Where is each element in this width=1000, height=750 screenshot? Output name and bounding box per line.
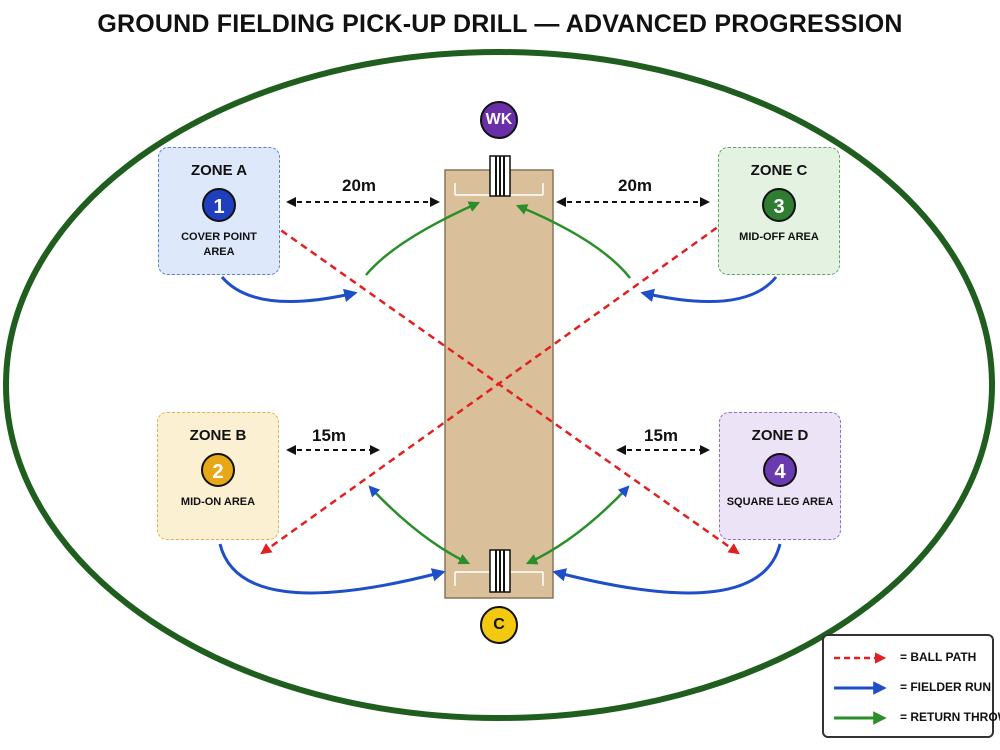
zone-c-label: MID-OFF AREA bbox=[739, 231, 819, 243]
zone-d-box: ZONE D 4 SQUARE LEG AREA bbox=[719, 412, 841, 540]
distance-label-bottom-left: 15m bbox=[312, 426, 347, 445]
legend-fielder-run-label: = FIELDER RUN bbox=[900, 680, 992, 694]
distance-label-bottom-right: 15m bbox=[644, 426, 679, 445]
zone-b-number-badge: 2 bbox=[201, 453, 235, 487]
fielder-run-swatch-icon bbox=[834, 681, 887, 695]
legend-ball-path-label: = BALL PATH bbox=[900, 650, 977, 664]
fielder-run-zone-d bbox=[552, 543, 782, 595]
ball-path-zone-b-to-c bbox=[260, 202, 752, 555]
fielder-run-zone-b bbox=[218, 543, 446, 595]
zone-d-title: ZONE D bbox=[751, 427, 809, 444]
catcher-marker: C bbox=[480, 606, 518, 644]
return-throw-top-left bbox=[365, 201, 481, 276]
zone-b-label: MID-ON AREA bbox=[180, 496, 256, 508]
legend-return-throw: = RETURN THROW bbox=[830, 708, 1000, 728]
ball-path-swatch-icon bbox=[834, 652, 887, 664]
fielder-run-zone-c bbox=[640, 276, 778, 304]
catcher-label: C bbox=[493, 616, 505, 633]
zone-d-label: SQUARE LEG AREA bbox=[726, 496, 834, 508]
zone-b-title: ZONE B bbox=[189, 427, 247, 444]
return-throw-bottom-right bbox=[525, 485, 630, 565]
fielder-run-zone-a bbox=[220, 276, 358, 304]
distance-label-top-right: 20m bbox=[618, 176, 653, 195]
wicketkeeper-marker: WK bbox=[480, 101, 518, 139]
zone-c-box: ZONE C 3 MID-OFF AREA bbox=[718, 147, 840, 275]
zone-d-number-badge: 4 bbox=[763, 453, 797, 487]
zone-a-number-badge: 1 bbox=[202, 188, 236, 222]
zone-a-title: ZONE A bbox=[190, 162, 248, 179]
zone-a-label: COVER POINT AREA bbox=[181, 231, 257, 258]
boundary-oval bbox=[3, 49, 995, 721]
zone-c-title: ZONE C bbox=[750, 162, 808, 179]
bottom-stumps bbox=[489, 549, 511, 593]
zone-b-box: ZONE B 2 MID-ON AREA bbox=[157, 412, 279, 540]
zone-c-number-badge: 3 bbox=[762, 188, 796, 222]
legend-ball-path: = BALL PATH bbox=[830, 648, 990, 668]
diagram-title: GROUND FIELDING PICK-UP DRILL — ADVANCED… bbox=[97, 10, 903, 38]
return-throw-top-right bbox=[515, 204, 631, 279]
legend-fielder-run: = FIELDER RUN bbox=[830, 678, 992, 698]
top-stumps bbox=[489, 155, 511, 197]
return-throw-swatch-icon bbox=[834, 711, 887, 725]
return-throw-bottom-left bbox=[368, 485, 471, 565]
legend: = BALL PATH = FIELDER RUN = RETURN THROW bbox=[822, 634, 1000, 738]
zone-a-box: ZONE A 1 COVER POINT AREA bbox=[158, 147, 280, 275]
distance-label-top-left: 20m bbox=[342, 176, 377, 195]
legend-return-throw-label: = RETURN THROW bbox=[900, 710, 1000, 724]
wicketkeeper-label: WK bbox=[485, 111, 513, 128]
